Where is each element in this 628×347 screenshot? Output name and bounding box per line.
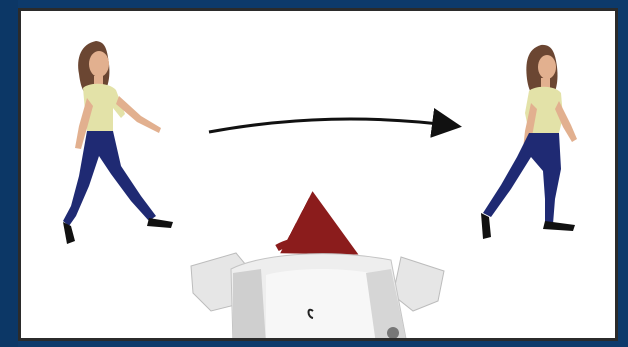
figure-frame	[18, 8, 618, 341]
curved-arrow	[277, 240, 346, 248]
walking-person-left	[63, 41, 173, 244]
robot-head-top-view	[191, 253, 444, 341]
diagram-canvas	[21, 11, 618, 341]
left-panel-strip	[0, 0, 18, 347]
walking-person-right	[481, 45, 577, 239]
arrow-right	[209, 119, 456, 132]
